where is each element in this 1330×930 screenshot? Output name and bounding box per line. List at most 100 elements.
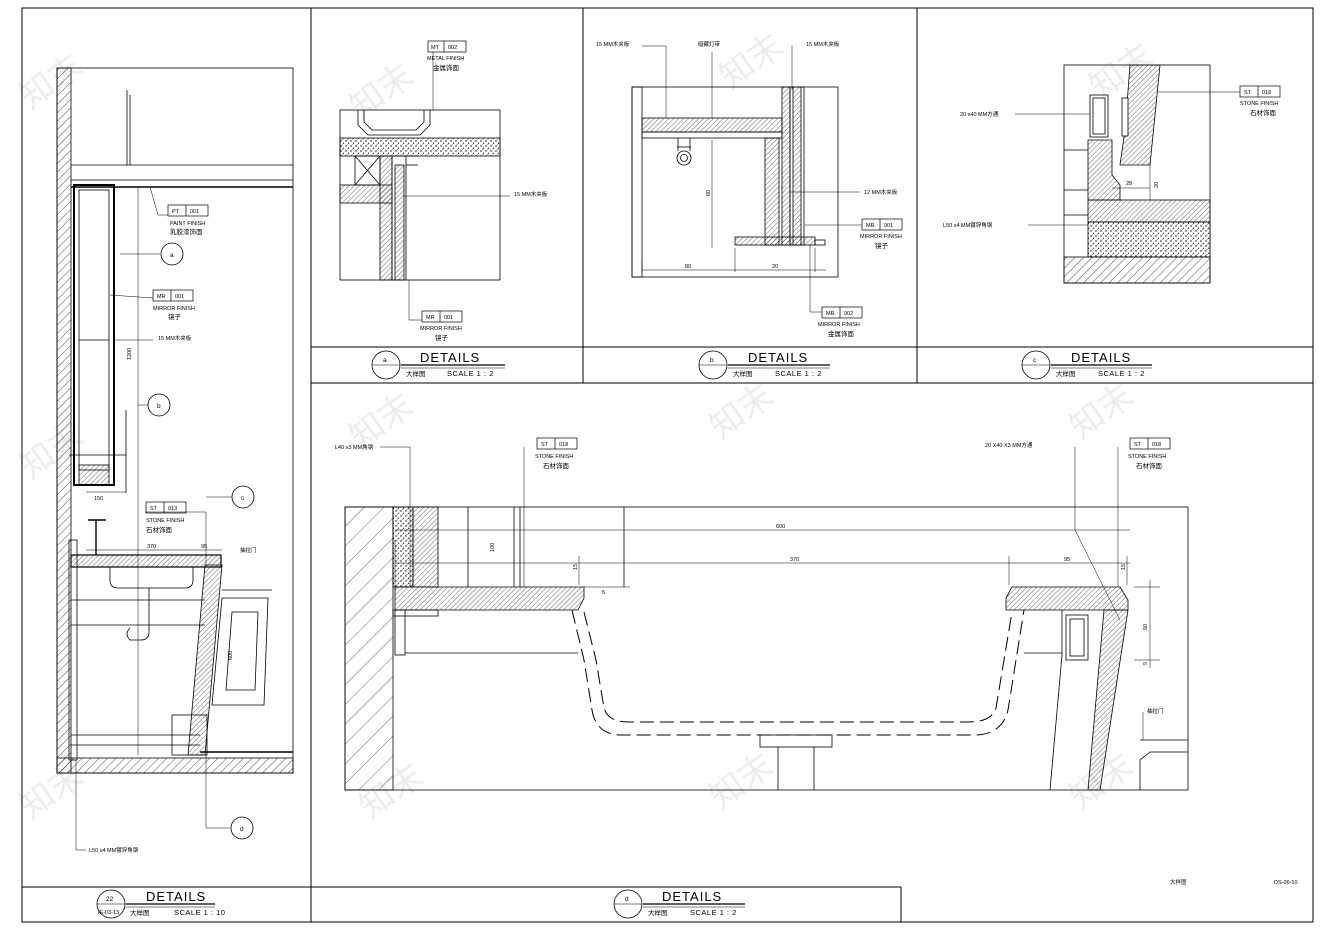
tag-number: 002	[448, 45, 457, 51]
tag-label-en: MIRROR FINISH	[420, 326, 462, 332]
dimension-text: 15	[1121, 564, 1127, 570]
title-block: a DETAILS 大样图 SCALE 1 : 2	[371, 350, 505, 380]
sheet-title: 大样图	[1170, 878, 1187, 886]
note-text: L40 x3 MM角钢	[335, 443, 374, 451]
sheet-frame	[21, 7, 1314, 923]
detail-scale: SCALE 1 : 2	[690, 908, 737, 917]
dimension-text: 600	[228, 651, 234, 660]
detail-a-panel: MT 002 METAL FINISH 金属饰面 MR 001 MIRROR F…	[339, 40, 548, 380]
sheet-code: DS-06-10	[1274, 880, 1298, 886]
tag-label-cn: 金属饰面	[828, 329, 855, 338]
watermark-text: 知末	[13, 46, 90, 116]
tag-code: MR	[157, 294, 166, 300]
material-tag: PT 001 PAINT FINISH 乳胶漆饰面	[167, 204, 209, 236]
detail-22-drawing	[56, 67, 294, 851]
dimension-text: 95	[1064, 557, 1070, 563]
material-tag: MR 001 MIRROR FINISH 镜子	[420, 310, 463, 342]
tag-label-en: MIRROR FINISH	[153, 306, 195, 312]
tag-code: MR	[866, 223, 875, 229]
tag-label-cn: 石材饰面	[543, 461, 570, 470]
tag-code: ST	[541, 442, 549, 448]
detail-scale: SCALE 1 : 10	[174, 908, 225, 917]
watermark-text: 知末	[343, 56, 420, 126]
note-text: 15 MM木夹板	[514, 190, 548, 198]
tag-code: ST	[1244, 90, 1252, 96]
detail-title: DETAILS	[748, 350, 808, 365]
detail-subtitle: 大样图	[733, 369, 753, 378]
material-tag: MR 001 MIRROR FINISH 镜子	[152, 289, 195, 321]
tag-code: ST	[150, 506, 158, 512]
watermark-text: 知末	[703, 746, 780, 816]
detail-22-panel: PT 001 PAINT FINISH 乳胶漆饰面 MR 001 MIRROR …	[56, 67, 294, 919]
detail-d-drawing	[344, 446, 1189, 791]
dimension-text: 5	[1143, 662, 1149, 665]
detail-title: DETAILS	[420, 350, 480, 365]
tag-label-en: MIRROR FINISH	[860, 234, 902, 240]
tag-number: 002	[844, 311, 853, 317]
note-text: 20 x40 MM方通	[960, 110, 999, 118]
tag-label-en: STONE FINISH	[1128, 454, 1166, 460]
dimension-text: 100	[490, 543, 496, 552]
tag-number: 001	[175, 294, 184, 300]
title-block: c DETAILS 大样图 SCALE 1 : 2	[1021, 350, 1152, 380]
tag-label-cn: 石材饰面	[1136, 461, 1163, 470]
note-text: 15 MM木夹板	[806, 40, 840, 48]
watermark-text: 知末	[1063, 376, 1140, 446]
title-block: b DETAILS 大样图 SCALE 1 : 2	[698, 350, 830, 380]
note-text: 15 MM木夹板	[596, 40, 630, 48]
material-tag: MR 002 MIRROR FINISH 金属饰面	[818, 306, 863, 338]
title-block: d DETAILS 大样图 SCALE 1 : 2	[613, 889, 745, 919]
tag-label-cn: 镜子	[168, 312, 182, 321]
detail-b-drawing	[631, 45, 862, 313]
dimension-text: 5	[602, 590, 605, 596]
dimension-text: 370	[147, 544, 156, 550]
tag-label-cn: 石材饰面	[1250, 108, 1277, 117]
ref-number: 22	[106, 896, 114, 903]
material-tag: MR 001 MIRROR FINISH 镜子	[860, 218, 903, 250]
detail-b-panel: 15 MM木夹板 暗藏灯带 15 MM木夹板 12 MM木夹板 60 80 20…	[596, 40, 903, 380]
detail-c-panel: 20 x40 MM方通 L50 x4 MM镀锌角钢 28 20 ST 018 S…	[943, 64, 1281, 380]
dimension-text: 60	[706, 190, 712, 196]
tag-label-cn: 镜子	[875, 241, 889, 250]
detail-scale: SCALE 1 : 2	[447, 369, 494, 378]
detail-scale: SCALE 1 : 2	[775, 369, 822, 378]
dimension-text: 370	[790, 557, 799, 563]
tag-code: MT	[431, 45, 440, 51]
watermark-text: 知末	[703, 376, 780, 446]
tag-label-cn: 镜子	[435, 333, 449, 342]
detail-c-drawing	[1015, 64, 1240, 284]
material-tag: ST 018 STONE FINISH 石材饰面	[535, 437, 578, 470]
tag-number: 018	[1262, 90, 1271, 96]
dimension-text: 20	[1154, 182, 1160, 188]
detail-subtitle: 大样图	[406, 369, 426, 378]
tag-number: 001	[190, 209, 199, 215]
tag-label-en: MIRROR FINISH	[818, 322, 860, 328]
tag-label-en: PAINT FINISH	[170, 221, 205, 227]
dimension-text: 28	[1126, 181, 1132, 187]
dimension-text: 600	[776, 524, 785, 530]
callout-letter: b	[157, 403, 161, 410]
note-text: L50 x4 MM镀锌角钢	[943, 221, 993, 229]
note-text: 12 MM木夹板	[864, 188, 898, 196]
tag-code: MR	[826, 311, 835, 317]
tag-number: 013	[168, 506, 177, 512]
note-text: L50 x4 MM镀锌角钢	[89, 846, 139, 854]
ref-letter: d	[625, 896, 629, 903]
tag-code: PT	[172, 209, 180, 215]
section-callout: d	[230, 816, 254, 840]
tag-label-cn: 金属饰面	[433, 63, 460, 72]
dimension-text: 50	[1143, 624, 1149, 630]
tag-number: 001	[444, 315, 453, 321]
detail-subtitle: 大样图	[648, 908, 668, 917]
detail-title: DETAILS	[1071, 350, 1131, 365]
ref-letter: b	[710, 357, 714, 364]
material-tag: MT 002 METAL FINISH 金属饰面	[427, 40, 467, 72]
detail-subtitle: 大样图	[1056, 369, 1076, 378]
detail-subtitle: 大样图	[130, 908, 150, 917]
dimension-text: 95	[201, 544, 207, 550]
material-tag: ST 018 STONE FINISH 石材饰面	[1128, 437, 1171, 470]
callout-letter: a	[170, 252, 174, 259]
dimension-text: 1200	[127, 348, 133, 360]
tag-label-cn: 乳胶漆饰面	[170, 227, 203, 236]
